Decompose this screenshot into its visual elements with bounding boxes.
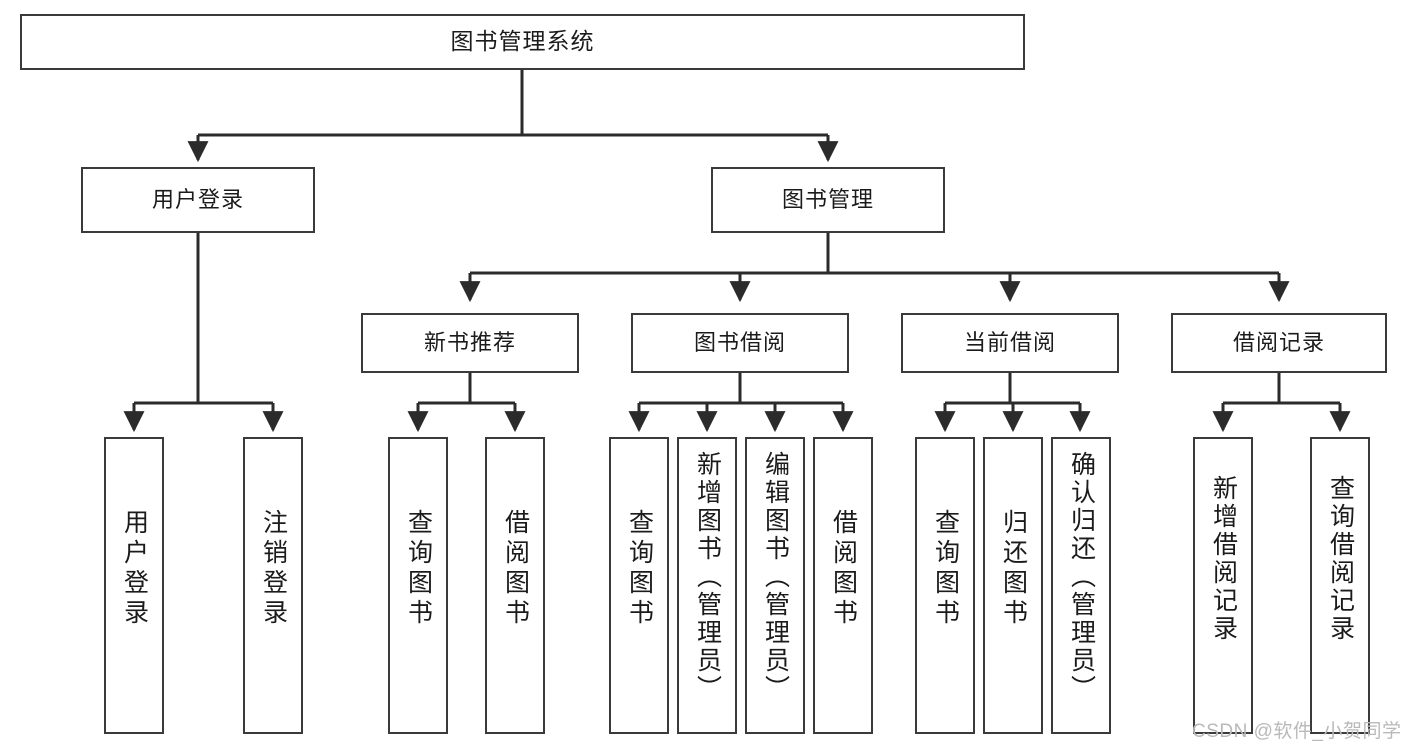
leaf-user-login-signout[interactable]: 注销登录 (243, 437, 303, 734)
node-label: 图书管理系统 (450, 28, 595, 55)
node-label: 借阅图书 (501, 509, 530, 629)
node-label: 查询图书 (931, 509, 960, 629)
node-label: 用户登录 (120, 509, 149, 629)
node-label: 新书推荐 (423, 330, 516, 356)
leaf-current-borrow-query-books[interactable]: 查询图书 (915, 437, 975, 734)
leaf-book-borrow-query-books[interactable]: 查询图书 (609, 437, 669, 734)
node-new-book-recommendation[interactable]: 新书推荐 (361, 313, 579, 373)
node-root-book-management-system[interactable]: 图书管理系统 (20, 14, 1025, 70)
node-label: 注销登录 (259, 509, 288, 629)
node-label: 借阅图书 (829, 509, 858, 629)
leaf-current-borrow-return-books[interactable]: 归还图书 (983, 437, 1043, 734)
node-label: 借阅记录 (1232, 330, 1325, 356)
node-label: 编辑图书（管理员） (761, 451, 790, 703)
leaf-record-query-borrow-record[interactable]: 查询借阅记录 (1310, 437, 1370, 734)
node-label: 查询借阅记录 (1326, 475, 1355, 643)
node-label: 查询图书 (625, 509, 654, 629)
node-label: 归还图书 (999, 509, 1028, 629)
leaf-book-borrow-borrow-books[interactable]: 借阅图书 (813, 437, 873, 734)
node-label: 当前借阅 (963, 330, 1056, 356)
leaf-new-book-query-books[interactable]: 查询图书 (388, 437, 448, 734)
node-label: 查询图书 (404, 509, 433, 629)
node-user-login[interactable]: 用户登录 (81, 167, 315, 233)
node-label: 图书借阅 (693, 330, 786, 356)
leaf-new-book-borrow-books[interactable]: 借阅图书 (485, 437, 545, 734)
node-label: 用户登录 (151, 187, 244, 213)
leaf-book-borrow-add-book-admin[interactable]: 新增图书（管理员） (677, 437, 737, 734)
leaf-book-borrow-edit-book-admin[interactable]: 编辑图书（管理员） (745, 437, 805, 734)
node-label: 新增借阅记录 (1209, 475, 1238, 643)
csdn-watermark: CSDN @软件_小贺同学 (1192, 721, 1402, 742)
leaf-record-add-borrow-record[interactable]: 新增借阅记录 (1193, 437, 1253, 734)
node-book-borrowing[interactable]: 图书借阅 (631, 313, 849, 373)
node-label: 图书管理 (781, 187, 874, 213)
node-book-management[interactable]: 图书管理 (711, 167, 945, 233)
node-current-borrowing[interactable]: 当前借阅 (901, 313, 1119, 373)
node-label: 确认归还（管理员） (1067, 451, 1096, 703)
node-label: 新增图书（管理员） (693, 451, 722, 703)
node-borrowing-records[interactable]: 借阅记录 (1171, 313, 1387, 373)
leaf-user-login-signin[interactable]: 用户登录 (104, 437, 164, 734)
leaf-current-borrow-confirm-return-admin[interactable]: 确认归还（管理员） (1051, 437, 1111, 734)
